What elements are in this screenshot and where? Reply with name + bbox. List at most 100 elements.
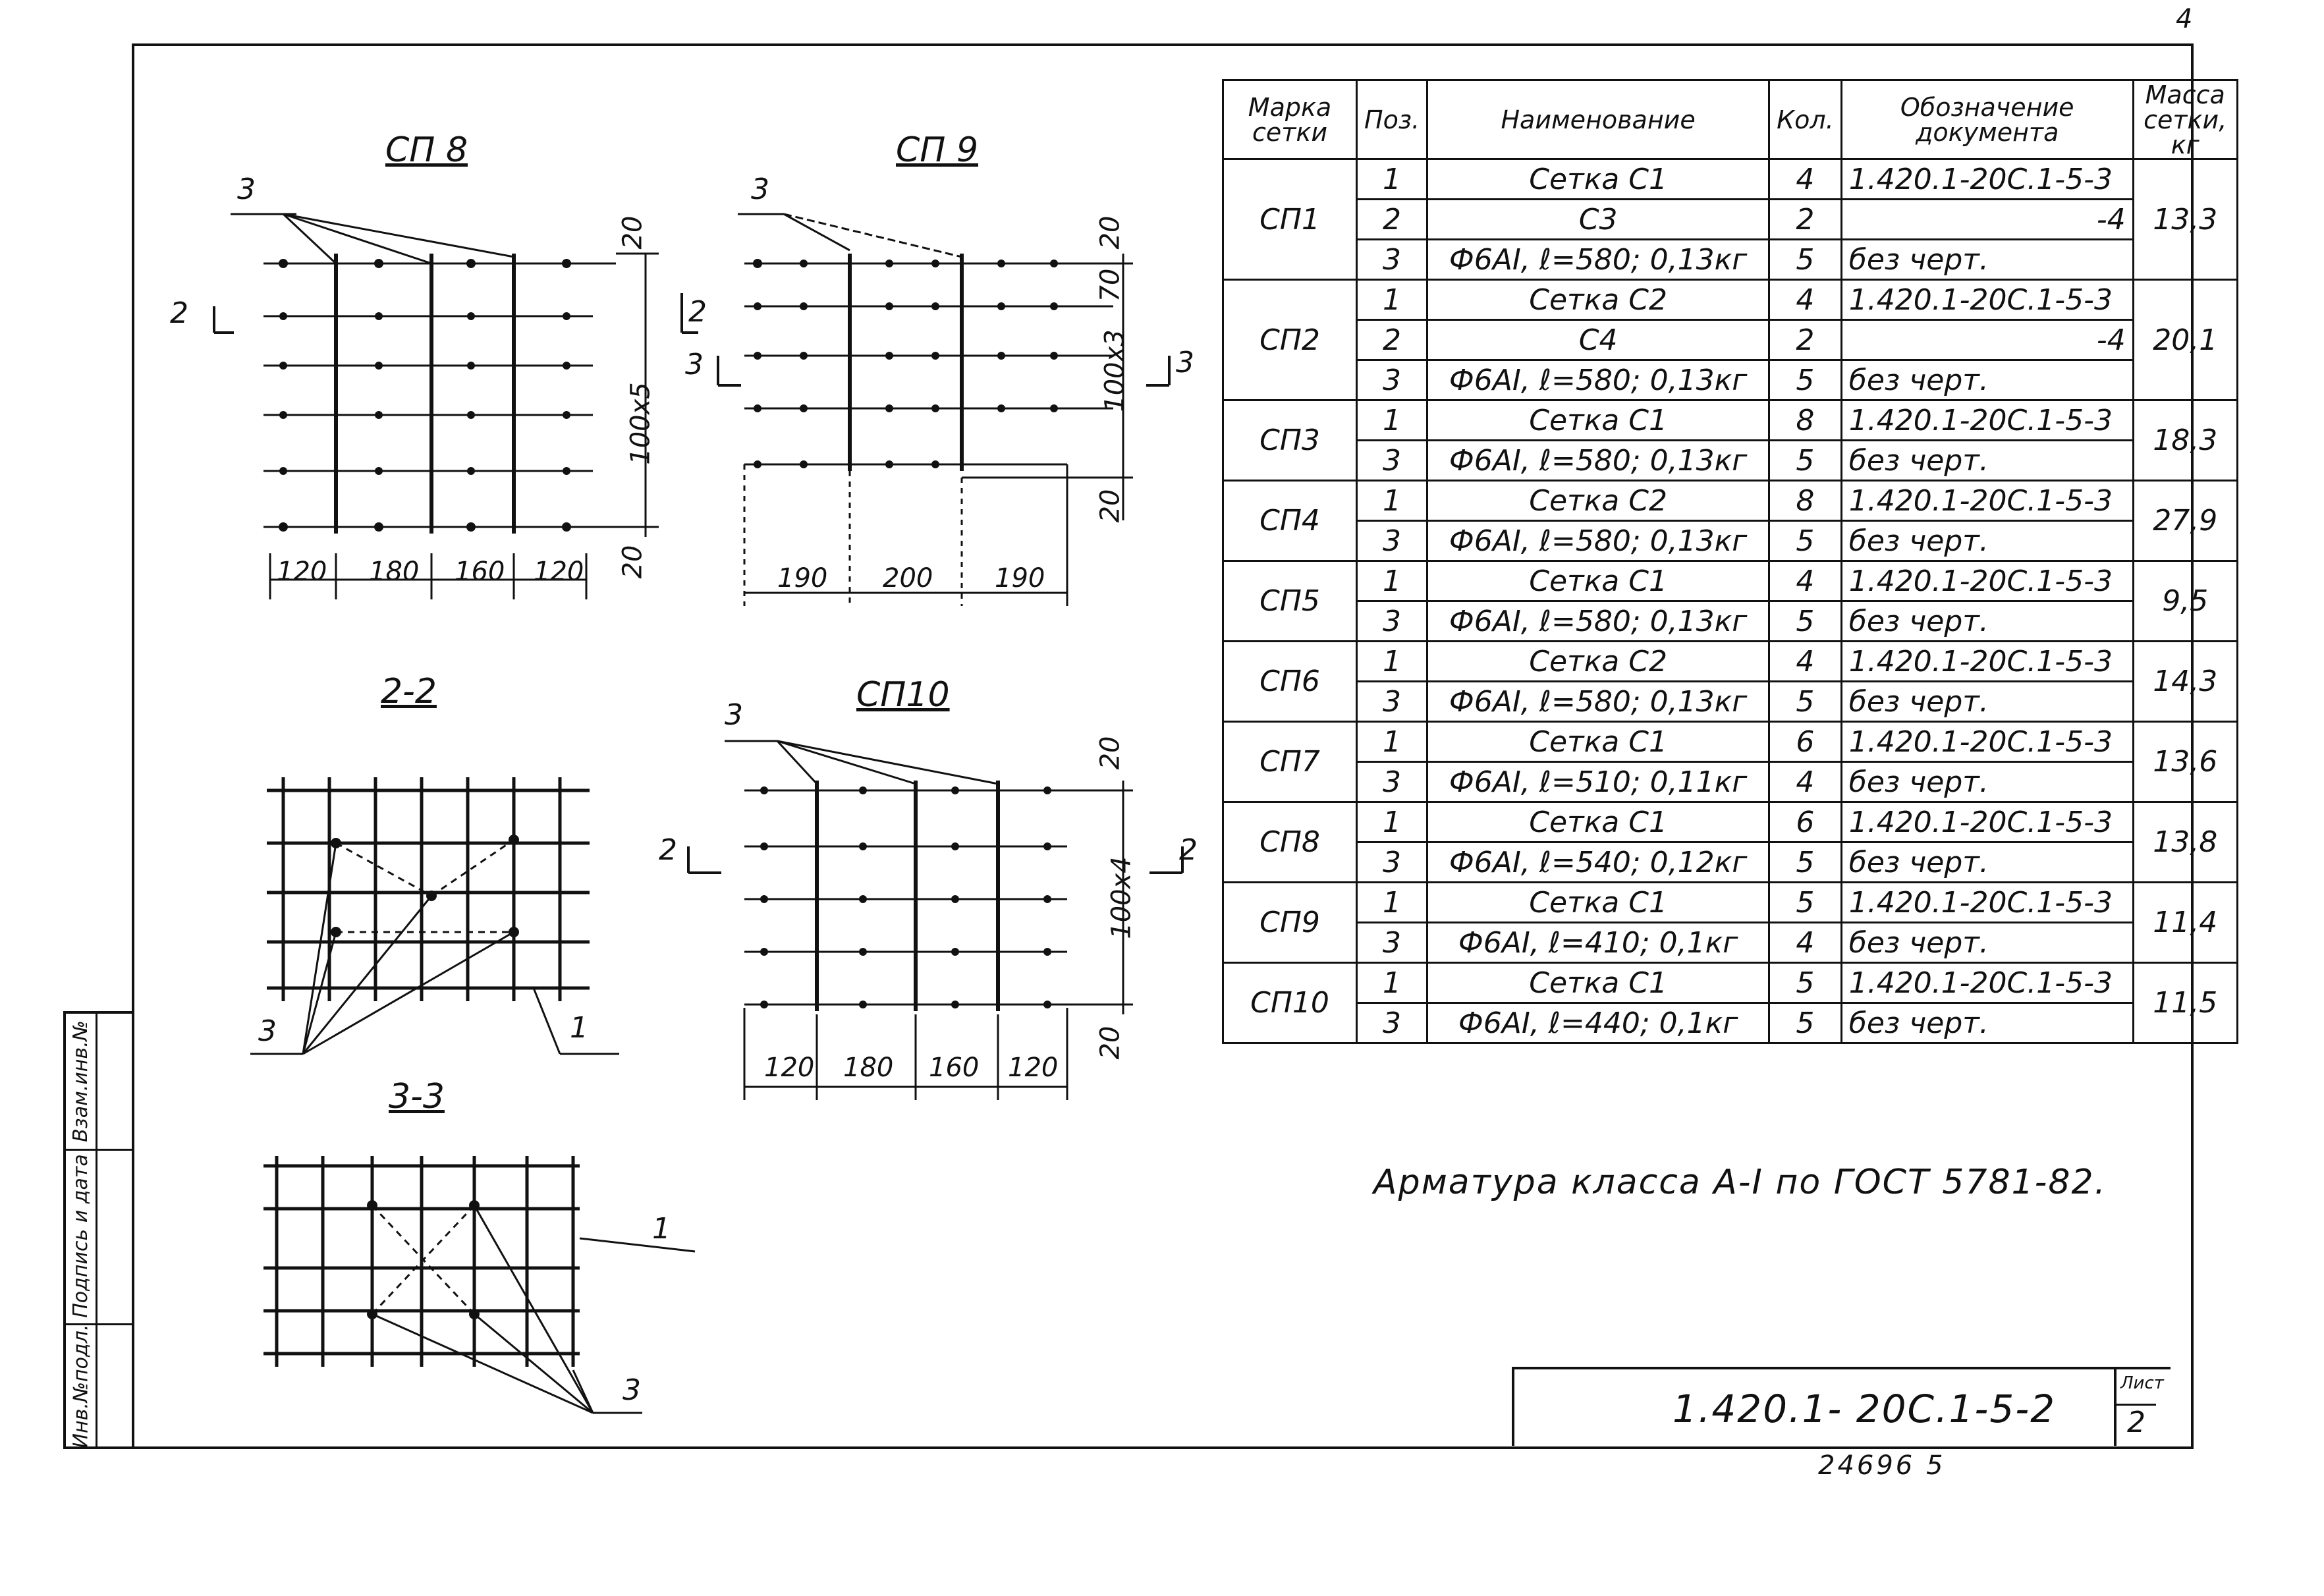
cell-name: С4: [1426, 319, 1771, 361]
cell-mark: СП3: [1222, 399, 1358, 482]
cell-doc: 1.420.1-20С.1-5-3: [1840, 560, 2134, 602]
table-row: 3 Ф6АI, ℓ=580; 0,13кг 5 без черт.: [1223, 600, 2238, 642]
cell-pos: 3: [1355, 238, 1429, 281]
cell-pos: 3: [1355, 520, 1429, 562]
sp10-dim-bottom: 20: [1095, 1026, 1126, 1060]
cell-name: Ф6АI, ℓ=410; 0,1кг: [1426, 922, 1771, 964]
bar-dots: [279, 259, 1058, 1319]
cell-pos: 1: [1355, 640, 1429, 682]
sp9-mesh: [680, 213, 1171, 606]
cell-mass: 11,4: [2132, 881, 2238, 964]
cell-doc: без черт.: [1840, 841, 2134, 883]
sp8-dim: 160: [455, 557, 505, 587]
sp9-leader-label: 3: [751, 173, 769, 206]
cell-pos: 1: [1355, 962, 1429, 1004]
page-number: 4: [2176, 4, 2193, 34]
sp9-dim: 190: [777, 563, 828, 593]
cell-pos: 3: [1355, 841, 1429, 883]
cell-pos: 1: [1355, 881, 1429, 923]
table-header-row: Марка сетки Поз. Наименование Кол. Обозн…: [1222, 79, 2238, 160]
header-mass: Масса сетки, кг: [2132, 79, 2238, 160]
cell-mass: 9,5: [2132, 560, 2238, 642]
sp10-dim: 160: [929, 1053, 980, 1083]
cell-qty: 5: [1768, 841, 1842, 883]
document-code: 1.420.1- 20С.1-5-2: [1673, 1387, 2057, 1431]
sp9-dim: 200: [883, 563, 933, 593]
cell-name: Сетка С2: [1426, 279, 1771, 321]
cell-pos: 2: [1355, 319, 1429, 361]
side-stamp: Взам.инв.№ Подпись и дата Инв.№подл.: [63, 1011, 134, 1449]
sp8-dim-bottom: 20: [617, 545, 648, 579]
side-stamp-cell: Инв.№подл.: [66, 1323, 97, 1448]
cell-name: Сетка С1: [1426, 881, 1771, 923]
table-row: 3 Ф6АI, ℓ=410; 0,1кг 4 без черт.: [1223, 922, 2238, 964]
sp9-section-mark: 3: [1176, 346, 1194, 379]
sp10-dim: 120: [764, 1053, 815, 1083]
sheet-box: Лист 2: [2114, 1369, 2171, 1446]
cell-doc: без черт.: [1840, 922, 2134, 964]
sp8-section-mark: 2: [170, 296, 188, 330]
cell-mass: 18,3: [2132, 399, 2238, 482]
cell-mark: СП4: [1222, 480, 1358, 562]
cell-mass: 27,9: [2132, 480, 2238, 562]
sp10-mesh: [687, 740, 1184, 1100]
cell-name: Ф6АI, ℓ=580; 0,13кг: [1426, 238, 1771, 281]
cell-mark: СП5: [1222, 560, 1358, 642]
cell-doc: 1.420.1-20С.1-5-3: [1840, 721, 2134, 763]
cell-mark: СП1: [1222, 158, 1358, 281]
section-3-3-leader: 1: [652, 1212, 671, 1246]
cell-doc: 1.420.1-20С.1-5-3: [1840, 962, 2134, 1004]
cell-pos: 3: [1355, 680, 1429, 723]
cell-name: Сетка С1: [1426, 560, 1771, 602]
header-name: Наименование: [1426, 79, 1771, 160]
sp8-mesh: [213, 213, 659, 599]
cell-qty: 5: [1768, 520, 1842, 562]
cell-doc: 1.420.1-20С.1-5-3: [1840, 480, 2134, 522]
sp10-dim-top: 20: [1095, 736, 1126, 770]
cell-pos: 3: [1355, 600, 1429, 642]
cell-name: С3: [1426, 198, 1771, 240]
table-row: СП2 1 Сетка С2 4 1.420.1-20С.1-5-3 20,1: [1222, 279, 2238, 401]
cell-qty: 6: [1768, 801, 1842, 843]
cell-qty: 8: [1768, 399, 1842, 441]
cell-qty: 2: [1768, 319, 1842, 361]
cell-doc: без черт.: [1840, 600, 2134, 642]
cell-doc: 1.420.1-20С.1-5-3: [1840, 801, 2134, 843]
cell-pos: 1: [1355, 158, 1429, 200]
specification-table: Марка сетки Поз. Наименование Кол. Обозн…: [1222, 79, 2238, 1044]
sp10-leader-label: 3: [725, 698, 743, 732]
section-2-2-leader: 3: [258, 1014, 277, 1048]
cell-qty: 5: [1768, 680, 1842, 723]
cell-name: Ф6АI, ℓ=540; 0,12кг: [1426, 841, 1771, 883]
section-2-2-leader: 1: [570, 1011, 588, 1045]
sp8-dim: 120: [277, 557, 327, 587]
cell-qty: 5: [1768, 238, 1842, 281]
cell-pos: 1: [1355, 721, 1429, 763]
sp9-dim-top: 20: [1095, 215, 1126, 250]
cell-name: Ф6АI, ℓ=580; 0,13кг: [1426, 680, 1771, 723]
header-mark: Марка сетки: [1222, 79, 1358, 160]
inventory-number: 24696 5: [1818, 1450, 1946, 1481]
cell-pos: 2: [1355, 198, 1429, 240]
cell-qty: 8: [1768, 480, 1842, 522]
cell-qty: 4: [1768, 922, 1842, 964]
sp10-dim: 180: [843, 1053, 894, 1083]
cell-qty: 2: [1768, 198, 1842, 240]
cell-doc: 1.420.1-20С.1-5-3: [1840, 158, 2134, 200]
table-row: 3 Ф6АI, ℓ=510; 0,11кг 4 без черт.: [1223, 761, 2238, 803]
table-row: 3 Ф6АI, ℓ=540; 0,12кг 5 без черт.: [1223, 841, 2238, 883]
table-row: СП10 1 Сетка С1 5 1.420.1-20С.1-5-3 11,5: [1222, 962, 2238, 1044]
sp8-title: СП 8: [385, 130, 468, 170]
sp9-dim: 190: [995, 563, 1045, 593]
cell-doc: -4: [1840, 319, 2134, 361]
cell-pos: 3: [1355, 922, 1429, 964]
table-row: 3 Ф6АI, ℓ=580; 0,13кг 5 без черт.: [1223, 520, 2238, 562]
cell-mass: 14,3: [2132, 640, 2238, 723]
section-2-2-title: 2-2: [381, 672, 437, 711]
cell-qty: 4: [1768, 279, 1842, 321]
cell-qty: 5: [1768, 1002, 1842, 1044]
cell-pos: 1: [1355, 279, 1429, 321]
cell-doc: 1.420.1-20С.1-5-3: [1840, 640, 2134, 682]
sp8-leader-label: 3: [237, 173, 256, 206]
